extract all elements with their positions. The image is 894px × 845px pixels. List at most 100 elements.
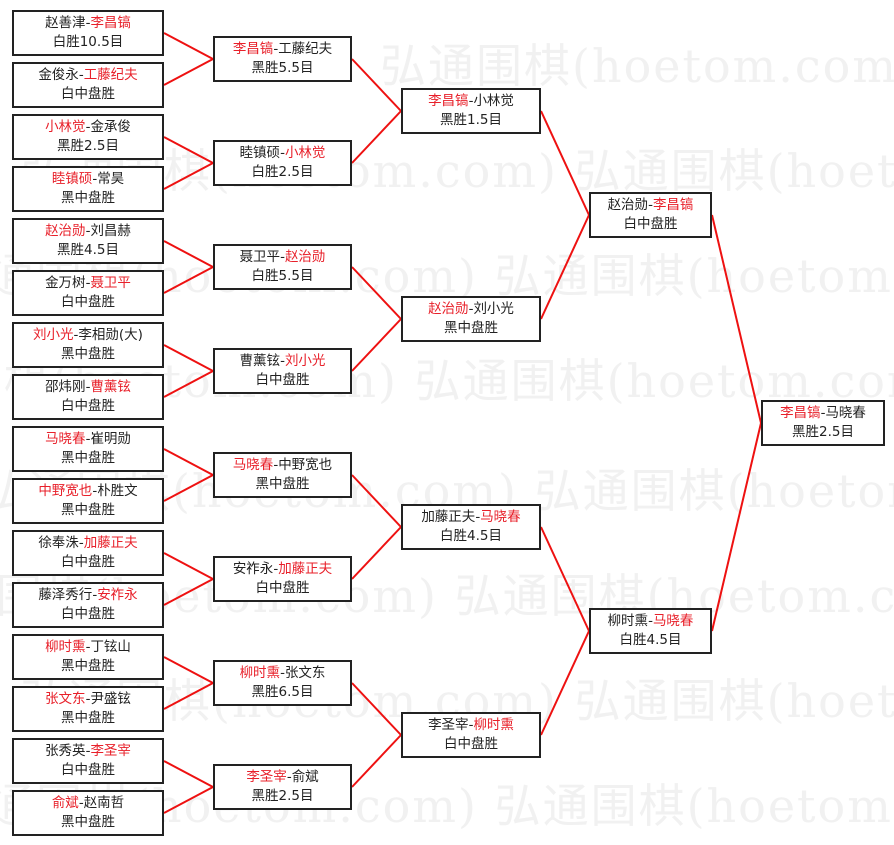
bracket-connector <box>711 214 762 424</box>
separator: - <box>85 691 91 707</box>
match-box-round-2: 聂卫平-赵治勋白胜5.5目 <box>213 244 352 290</box>
player-white: 曹薰铉 <box>90 379 131 395</box>
match-result: 白中盘胜 <box>623 216 678 232</box>
separator: - <box>85 275 91 291</box>
player-black: 李昌镐 <box>232 41 274 57</box>
player-white: 刘小光 <box>284 353 326 369</box>
player-white: 工藤纪夫 <box>278 41 333 57</box>
match-players: 李圣宰-俞斌 <box>215 768 350 787</box>
match-players: 睦镇硕-小林觉 <box>215 144 350 163</box>
bracket-connector <box>163 136 214 164</box>
bracket-connector <box>163 162 214 190</box>
match-box-round-1: 张秀英-李圣宰白中盘胜 <box>12 738 164 784</box>
bracket-connector <box>351 266 402 320</box>
match-box-round-1: 柳时熏-丁铉山黑中盘胜 <box>12 634 164 680</box>
bracket-connector <box>351 526 402 580</box>
player-white: 金承俊 <box>90 119 131 135</box>
separator: - <box>273 457 279 473</box>
match-result: 白中盘胜 <box>255 580 310 596</box>
match-box-round-1: 赵善津-李昌镐白胜10.5目 <box>12 10 164 56</box>
player-black: 赵善津 <box>45 15 86 31</box>
player-black: 睦镇硕 <box>239 145 281 161</box>
match-box-round-4: 赵治勋-李昌镐白中盘胜 <box>589 192 712 238</box>
separator: - <box>78 795 84 811</box>
match-box-round-1: 邵炜刚-曹薰铉白中盘胜 <box>12 374 164 420</box>
player-white: 崔明勋 <box>90 431 131 447</box>
bracket-connector <box>351 682 402 736</box>
player-white: 李昌镐 <box>652 197 694 213</box>
player-white: 中野宽也 <box>278 457 333 473</box>
match-result: 白中盘胜 <box>61 398 115 414</box>
player-black: 聂卫平 <box>239 249 281 265</box>
match-players: 金俊永-工藤纪夫 <box>14 66 162 85</box>
match-players: 李昌镐-工藤纪夫 <box>215 40 350 59</box>
match-box-round-4: 柳时熏-马晓春白胜4.5目 <box>589 608 712 654</box>
player-white: 加藤正夫 <box>278 561 333 577</box>
match-result: 白胜5.5目 <box>251 268 314 284</box>
match-result: 白中盘胜 <box>61 86 115 102</box>
player-white: 朴胜文 <box>97 483 138 499</box>
bracket-connector <box>163 58 214 86</box>
match-players: 小林觉-金承俊 <box>14 118 162 137</box>
match-result: 白胜4.5目 <box>440 528 502 544</box>
separator: - <box>280 353 285 369</box>
match-result: 黑胜2.5目 <box>57 138 119 154</box>
separator: - <box>85 743 91 759</box>
player-black: 李圣宰 <box>246 769 287 785</box>
player-black: 赵治勋 <box>45 223 86 239</box>
player-black: 加藤正夫 <box>421 509 476 525</box>
match-players: 柳时熏-张文东 <box>215 664 350 683</box>
match-players: 张文东-尹盛铉 <box>14 690 162 709</box>
separator: - <box>92 483 98 499</box>
match-players: 加藤正夫-马晓春 <box>403 508 539 527</box>
match-result: 黑中盘胜 <box>61 502 115 518</box>
player-white: 尹盛铉 <box>90 691 131 707</box>
bracket-connector <box>351 110 402 164</box>
separator: - <box>820 405 826 421</box>
player-white: 加藤正夫 <box>83 535 138 551</box>
match-players: 邵炜刚-曹薰铉 <box>14 378 162 397</box>
separator: - <box>85 379 91 395</box>
player-black: 徐奉洙 <box>38 535 79 551</box>
match-box-round-1: 小林觉-金承俊黑胜2.5目 <box>12 114 164 160</box>
match-box-round-5: 李昌镐-马晓春黑胜2.5目 <box>761 400 885 446</box>
player-white: 聂卫平 <box>90 275 131 291</box>
player-white: 刘昌赫 <box>90 223 131 239</box>
player-black: 睦镇硕 <box>51 171 93 187</box>
match-box-round-2: 安祚永-加藤正夫白中盘胜 <box>213 556 352 602</box>
player-black: 藤泽秀行 <box>38 587 93 603</box>
match-box-round-1: 徐奉洙-加藤正夫白中盘胜 <box>12 530 164 576</box>
bracket-connector <box>540 526 590 632</box>
bracket-connector <box>351 58 402 112</box>
watermark: 弘通围棋(hoetom.com) <box>380 39 894 93</box>
bracket-connector <box>540 630 590 736</box>
match-box-round-1: 金俊永-工藤纪夫白中盘胜 <box>12 62 164 108</box>
bracket-connector <box>163 578 214 606</box>
match-players: 中野宽也-朴胜文 <box>14 482 162 501</box>
match-result: 白中盘胜 <box>61 762 115 778</box>
match-box-round-1: 金万树-聂卫平白中盘胜 <box>12 270 164 316</box>
bracket-connector <box>163 32 214 60</box>
separator: - <box>273 41 279 57</box>
separator: - <box>85 119 91 135</box>
player-black: 曹薰铉 <box>239 353 281 369</box>
separator: - <box>85 223 91 239</box>
player-black: 安祚永 <box>232 561 274 577</box>
match-players: 藤泽秀行-安祚永 <box>14 586 162 605</box>
separator: - <box>85 431 91 447</box>
match-players: 马晓春-中野宽也 <box>215 456 350 475</box>
player-white: 张文东 <box>284 665 326 681</box>
player-black: 李圣宰 <box>428 717 469 733</box>
match-box-round-1: 睦镇硕-常昊黑中盘胜 <box>12 166 164 212</box>
bracket-connector <box>163 240 214 268</box>
match-players: 李昌镐-小林觉 <box>403 92 539 111</box>
bracket-connector <box>163 760 214 788</box>
player-black: 金万树 <box>45 275 86 291</box>
match-players: 马晓春-崔明勋 <box>14 430 162 449</box>
match-result: 黑胜4.5目 <box>57 242 119 258</box>
player-black: 赵治勋 <box>607 197 649 213</box>
player-white: 小林觉 <box>284 145 326 161</box>
player-white: 赵南哲 <box>83 795 125 811</box>
match-players: 赵治勋-李昌镐 <box>591 196 710 215</box>
